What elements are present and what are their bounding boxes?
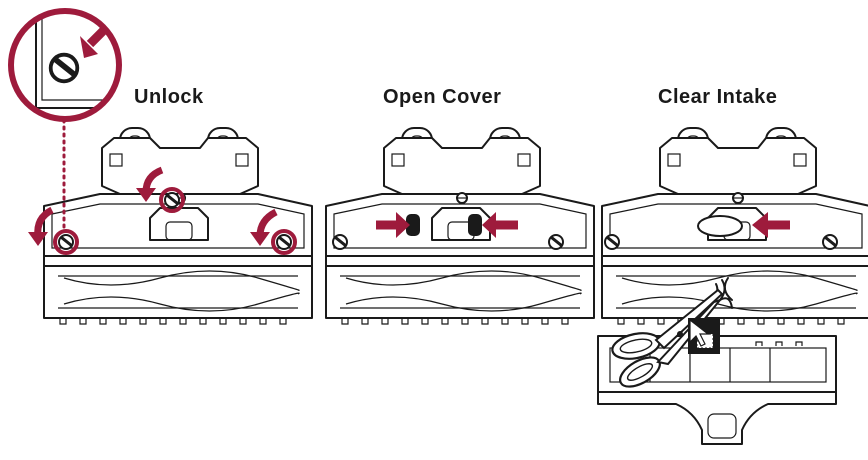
- step-title-clear-intake: Clear Intake: [658, 86, 778, 108]
- screw-icon: [822, 234, 838, 250]
- screw-icon: [332, 234, 348, 250]
- cursor-icon: [688, 318, 720, 354]
- arrow-icon: [396, 212, 410, 238]
- arrow-icon: [136, 188, 156, 202]
- step-title-unlock: Unlock: [134, 86, 204, 108]
- step-title-open-cover: Open Cover: [383, 86, 502, 108]
- screw-icon: [53, 229, 79, 255]
- intake-opening: [697, 215, 743, 237]
- screw-icon: [271, 229, 297, 255]
- floorhead-open-cover: [325, 127, 595, 325]
- screw-icon: [159, 187, 185, 213]
- screw-icon: [604, 234, 620, 250]
- release-tab-left: [406, 214, 420, 236]
- release-tab-right: [468, 214, 482, 236]
- arrow-icon: [482, 212, 496, 238]
- screw-icon: [548, 234, 564, 250]
- magnifier-callout-icon: [8, 8, 122, 122]
- arrow-icon: [752, 212, 768, 238]
- arrow-icon: [250, 232, 270, 246]
- floorhead-unlock: [43, 127, 313, 325]
- arrow-icon: [28, 232, 48, 246]
